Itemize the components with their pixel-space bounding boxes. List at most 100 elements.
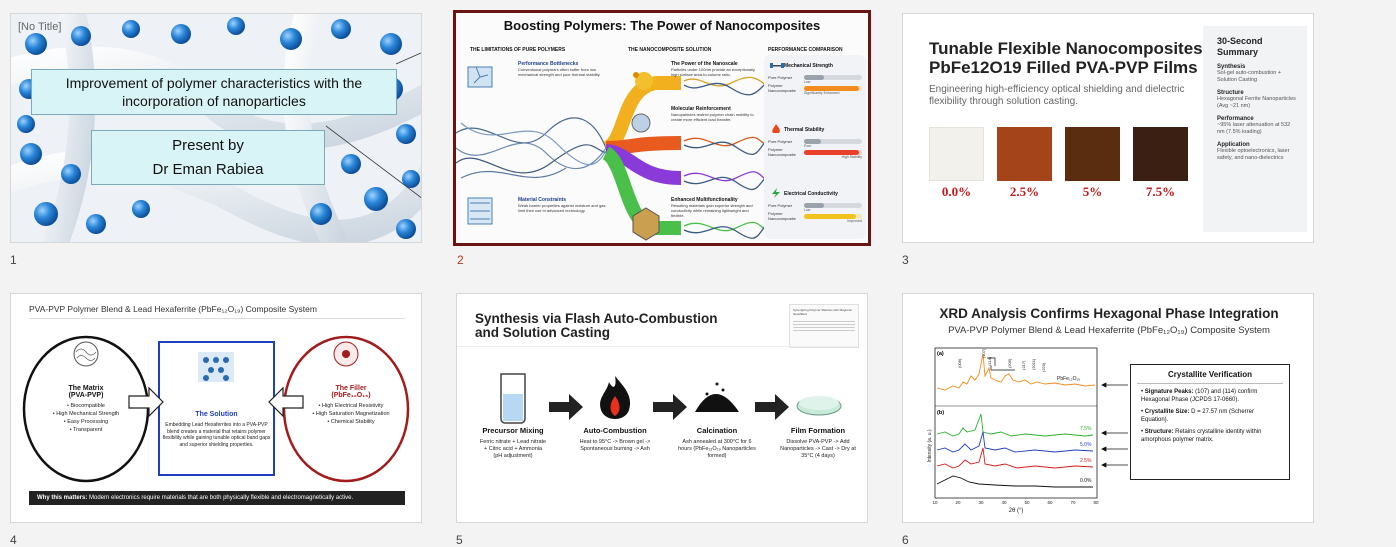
perf-nano-track-2: [804, 150, 862, 155]
slide-title-line-1: Synthesis via Flash Auto-Combustion: [475, 311, 718, 326]
perf-nano-label-3: Polymer Nanocomposite: [768, 211, 796, 221]
lightning-icon: [772, 188, 780, 198]
peak-label-006: (006): [957, 358, 962, 368]
x-tick-60: 60: [1047, 500, 1053, 505]
verify-text-3: Retains crystalline identity within amor…: [1141, 429, 1262, 443]
slide-title-line-2: PbFe12O19 Filled PVA-PVP Films: [929, 58, 1198, 77]
arrow-left-icon: [268, 386, 304, 418]
slide-number-3: 3: [902, 253, 909, 267]
sample-label-2: 5%: [1082, 184, 1103, 199]
perf-pure-label-3: Pure Polymer: [768, 203, 793, 208]
perf-pure-note-2: Poor: [804, 144, 812, 148]
matrix-item-2: • High Mechanical Strength: [52, 411, 120, 417]
slide-subtitle: PVA-PVP Polymer Blend & Lead Hexaferrite…: [948, 325, 1270, 336]
slide-thumbnail-3[interactable]: Tunable Flexible Nanocomposites: PbFe12O…: [902, 13, 1314, 243]
x-tick-20: 20: [955, 500, 961, 505]
beaker-icon: [500, 373, 526, 424]
slide-title-line-1: Tunable Flexible Nanocomposites:: [929, 39, 1209, 58]
summary-head-2: Structure: [1217, 90, 1244, 96]
step-text-4: Dissolve PVA-PVP -> Add Nanoparticles ->…: [780, 439, 856, 459]
pointer-arrows: [1101, 382, 1128, 468]
molecule-background-image: [11, 14, 421, 242]
verify-text-1: (107) and (114) confirm Hexagonal Phase …: [1141, 389, 1258, 403]
slide-thumbnail-4[interactable]: PVA-PVP Polymer Blend & Lead Hexaferrite…: [10, 293, 422, 523]
presenter-box[interactable]: Present by Dr Eman Rabiea: [91, 130, 325, 185]
matrix-item-4: • Transparent: [69, 427, 103, 433]
panel-b-label: (b): [937, 410, 944, 416]
solution-title-1: The Power of the Nanoscale: [671, 61, 738, 67]
perf-nano-note-2: High Stability: [841, 155, 862, 159]
slide-number-6: 6: [902, 533, 909, 547]
sample-film-2-5: [997, 127, 1052, 181]
broken-glass-icon: [467, 66, 493, 88]
perf-nano-bar-3: [804, 214, 857, 219]
solution-title-3: Enhanced Multifunctionality: [671, 197, 738, 203]
perf-pure-label-1: Pure Polymer: [768, 75, 793, 80]
x-tick-70: 70: [1070, 500, 1076, 505]
dumbbell-icon: [770, 63, 784, 68]
peak-label-2011: (2011): [1031, 358, 1036, 370]
why-footer: Why this matters: Modern electronics req…: [29, 491, 405, 505]
step-text-2: Heat to 95°C -> Brown gel -> Spontaneous…: [579, 439, 651, 452]
x-tick-10: 10: [932, 500, 938, 505]
multifunction-icon: [632, 207, 660, 241]
summary-text-1: Sol-gel auto-combustion + Solution Casti…: [1217, 70, 1282, 83]
matrix-subtitle: (PVA-PVP): [68, 392, 104, 399]
step-text-3: Ash annealed at 300°C for 6 hours (PbFe₁…: [678, 439, 756, 459]
verify-bold-1: Signature Peaks:: [1144, 389, 1194, 395]
x-tick-40: 40: [1001, 500, 1007, 505]
limit-text-1: Conventional polymers often suffer from …: [518, 67, 601, 77]
perf-nano-track-3: [804, 214, 862, 219]
sample-label-1: 2.5%: [1009, 184, 1040, 199]
perf-pure-bar-2: [804, 139, 822, 144]
summary-head-1: Synthesis: [1217, 64, 1246, 70]
panel-a-label: (a): [937, 351, 944, 357]
peak-label-217: (217): [1021, 360, 1026, 370]
slide-tag: [No Title]: [18, 21, 62, 33]
perf-pure-note-3: Low: [804, 208, 811, 212]
slide-thumbnail-6[interactable]: XRD Analysis Confirms Hexagonal Phase In…: [902, 293, 1314, 523]
solution-title-2: Molecular Reinforcement: [671, 106, 731, 112]
perf-nano-note-3: Improved: [847, 219, 862, 223]
filler-item-2: • High Saturation Magnetization: [312, 411, 390, 417]
slide-number-2: 2: [457, 253, 464, 267]
slide-title-box[interactable]: Improvement of polymer characteristics w…: [31, 69, 397, 115]
peak-label-114: (114): [987, 356, 992, 366]
summary-text-3: ~95% laser attenuation at 532 nm (7.5% l…: [1217, 122, 1291, 135]
slide-thumbnail-2[interactable]: Boosting Polymers: The Power of Nanocomp…: [453, 10, 871, 246]
perf-pure-bar-3: [804, 203, 825, 208]
fire-icon: [600, 376, 631, 419]
sample-film-0: [929, 127, 984, 181]
limit-text-2: Weak barrier properties against moisture…: [518, 203, 606, 213]
petri-dish-icon: [796, 396, 842, 416]
why-label: Why this matters:: [37, 495, 88, 501]
step-title-1: Precursor Mixing: [482, 426, 544, 435]
curve-label-5-0: 5.0%: [1080, 442, 1092, 448]
step-text-1: Ferric nitrate + Lead nitrate + Citric a…: [479, 439, 547, 459]
summary-text-4: Flexible optoelectronics, laser safety, …: [1217, 148, 1290, 161]
peak-label-220: (220): [1041, 362, 1046, 372]
perf-pure-track-3: [804, 203, 862, 208]
limit-title-1: Performance Bottlenecks: [518, 61, 579, 67]
slide-thumbnail-5[interactable]: Synthesis via Flash Auto-Combustion and …: [456, 293, 868, 523]
limit-title-2: Material Constraints: [518, 197, 567, 203]
perf-title-1: Mechanical Strength: [784, 63, 833, 69]
performance-panel: Mechanical Strength Pure Polymer Low Pol…: [764, 55, 866, 239]
perf-pure-track-2: [804, 139, 862, 144]
slide-number-1: 1: [10, 253, 17, 267]
perf-pure-label-2: Pure Polymer: [768, 139, 793, 144]
slide-thumbnail-1[interactable]: [No Title] Improvement of polymer charac…: [10, 13, 422, 243]
matrix-item-1: • Biocompatible: [66, 403, 105, 409]
step-title-2: Auto-Combustion: [583, 426, 647, 435]
nanoparticle-icon: [633, 72, 653, 90]
verify-text-2: D = 27.57 nm (Scherrer Equation).: [1141, 409, 1254, 423]
polymer-mesh-icon: [73, 341, 99, 367]
slide-number-5: 5: [456, 533, 463, 547]
barrier-icon: [467, 197, 493, 225]
column-header-limitations: THE LIMITATIONS OF PURE POLYMERS: [470, 47, 566, 53]
sample-label-3: 7.5%: [1145, 184, 1176, 199]
perf-title-2: Thermal Stability: [784, 127, 825, 133]
solution-text-1: Particles under 100nm provide an excepti…: [671, 67, 756, 77]
matrix-item-3: • Easy Processing: [63, 419, 109, 425]
process-icons: [500, 373, 842, 424]
